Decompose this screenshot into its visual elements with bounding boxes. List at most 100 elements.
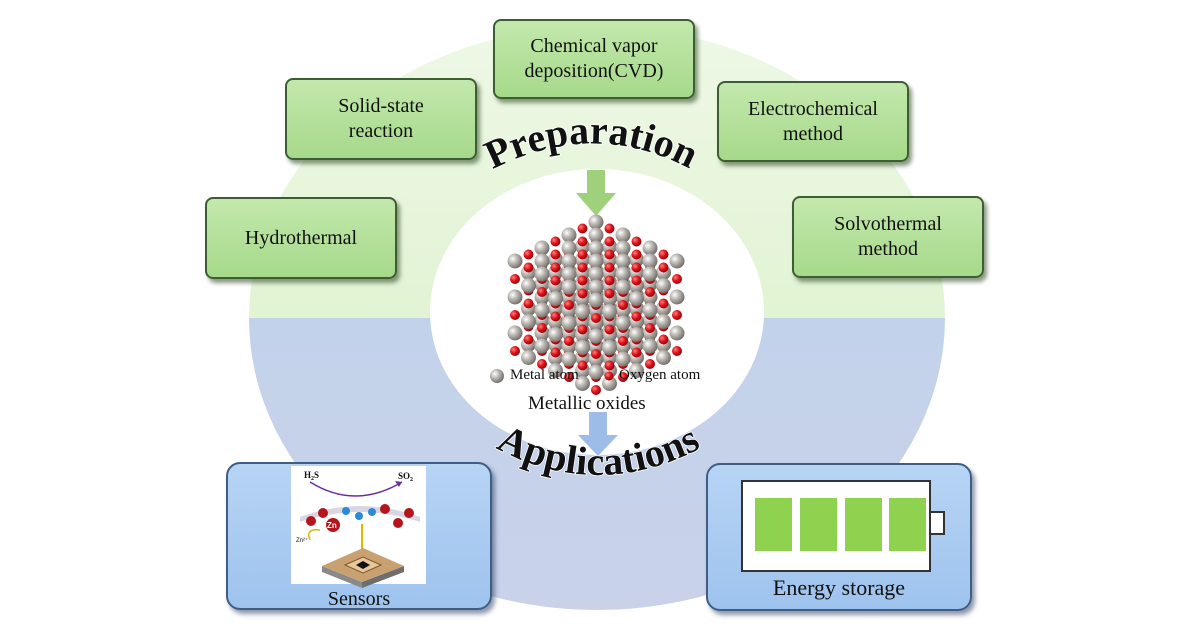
metal-atom bbox=[629, 327, 644, 342]
metal-atom bbox=[588, 214, 604, 230]
oxygen-atom bbox=[658, 249, 669, 260]
oxygen-atom bbox=[577, 249, 588, 260]
oxygen-atom bbox=[564, 300, 574, 310]
oxygen-atom bbox=[550, 347, 561, 358]
metal-atom bbox=[534, 338, 550, 354]
oxygen-atom bbox=[577, 223, 588, 234]
oxygen-atom bbox=[631, 262, 642, 273]
oxygen-atom bbox=[577, 360, 588, 371]
metal-atom bbox=[656, 314, 671, 329]
oxygen-atom bbox=[604, 360, 615, 371]
method-box-cvd: Chemical vapor deposition(CVD) bbox=[493, 19, 695, 99]
metal-atom bbox=[615, 351, 631, 367]
metal-atom bbox=[521, 314, 536, 329]
sensor-chip-side bbox=[322, 566, 362, 588]
oxide-atom bbox=[404, 508, 414, 518]
oxide-atom bbox=[342, 507, 350, 515]
gas-so2-label: SO2 bbox=[398, 471, 413, 483]
oxygen-atom bbox=[537, 287, 547, 297]
oxygen-atom bbox=[577, 324, 588, 335]
zn-label: Zn bbox=[327, 521, 337, 530]
metal-atom bbox=[642, 302, 658, 318]
sensors-label: Sensors bbox=[327, 587, 391, 610]
metal-atom bbox=[588, 279, 604, 295]
sensor-center bbox=[356, 561, 370, 569]
metal-atom bbox=[521, 350, 536, 365]
battery-terminal bbox=[929, 511, 945, 535]
metal-atom bbox=[642, 338, 658, 354]
metal-atom bbox=[561, 253, 577, 269]
oxygen-atom bbox=[523, 262, 534, 273]
metal-atom bbox=[548, 327, 563, 342]
metal-atom bbox=[588, 364, 604, 380]
metal-atom bbox=[507, 325, 523, 341]
oxygen-atom bbox=[658, 298, 669, 309]
preparation-arrow bbox=[576, 170, 616, 216]
oxygen-atom bbox=[658, 334, 669, 345]
metal-atom bbox=[534, 266, 550, 282]
method-box-solid-state: Solid-state reaction bbox=[285, 78, 477, 160]
oxygen-atom bbox=[523, 298, 534, 309]
oxide-atom bbox=[368, 508, 376, 516]
solid-state-line-1: Solid-state bbox=[338, 95, 424, 117]
metal-atom bbox=[561, 279, 577, 295]
oxygen-atom bbox=[631, 249, 642, 260]
oxygen-atom bbox=[604, 288, 615, 299]
metal-atom bbox=[588, 227, 604, 243]
oxygen-atom bbox=[591, 313, 601, 323]
metal-atom bbox=[561, 315, 577, 331]
oxygen-atom bbox=[658, 262, 669, 273]
oxygen-atom bbox=[645, 359, 655, 369]
oxygen-atom bbox=[604, 236, 615, 247]
metal-atom bbox=[588, 240, 604, 256]
gas-h2s-label: H2S bbox=[304, 470, 319, 482]
zn-ion-label: Zn²⁺ bbox=[296, 537, 308, 544]
oxygen-atom bbox=[631, 347, 642, 358]
oxygen-atom bbox=[564, 372, 574, 382]
metal-atom bbox=[642, 240, 658, 256]
oxygen-atom bbox=[523, 249, 534, 260]
metal-atom bbox=[615, 279, 631, 295]
method-box-hydrothermal: Hydrothermal bbox=[205, 197, 397, 279]
oxygen-atom bbox=[510, 310, 520, 320]
cvd-line-2: deposition(CVD) bbox=[524, 60, 664, 82]
method-box-solvothermal: Solvothermal method bbox=[792, 196, 984, 278]
metal-atom bbox=[656, 350, 671, 365]
battery-cell bbox=[889, 498, 926, 551]
electrochemical-line-1: Electrochemical bbox=[748, 97, 878, 120]
oxide-atom bbox=[306, 516, 316, 526]
oxygen-atom bbox=[672, 310, 682, 320]
sensor-chip-side bbox=[362, 566, 404, 588]
metal-atom bbox=[521, 278, 536, 293]
solvothermal-line-1: Solvothermal bbox=[834, 213, 942, 235]
legend-oxygen-marker bbox=[604, 371, 614, 381]
oxygen-atom bbox=[550, 249, 561, 260]
zn-atom bbox=[326, 518, 340, 532]
oxygen-atom bbox=[631, 275, 642, 286]
oxygen-atom bbox=[537, 323, 547, 333]
legend-metal-label: Metal atom bbox=[510, 367, 579, 383]
oxygen-atom bbox=[672, 346, 682, 356]
electrochemical-line-2: method bbox=[782, 122, 843, 145]
solid-state-line-2: reaction bbox=[348, 120, 414, 142]
metal-atom bbox=[534, 253, 550, 269]
battery-cell bbox=[800, 498, 837, 551]
oxygen-atom bbox=[618, 372, 628, 382]
metal-atom bbox=[669, 325, 685, 341]
metal-atom bbox=[669, 289, 685, 305]
metal-atom bbox=[615, 227, 631, 243]
oxide-layer bbox=[300, 506, 420, 522]
oxygen-atom bbox=[631, 236, 642, 247]
zn-arrow-icon bbox=[308, 528, 321, 541]
metal-atom bbox=[588, 266, 604, 282]
oxygen-atom bbox=[631, 311, 642, 322]
metal-atom bbox=[575, 376, 590, 391]
metal-atom bbox=[642, 266, 658, 282]
oxygen-atom bbox=[577, 288, 588, 299]
oxygen-atom bbox=[550, 275, 561, 286]
metal-atom bbox=[588, 328, 604, 344]
metal-atom bbox=[507, 289, 523, 305]
